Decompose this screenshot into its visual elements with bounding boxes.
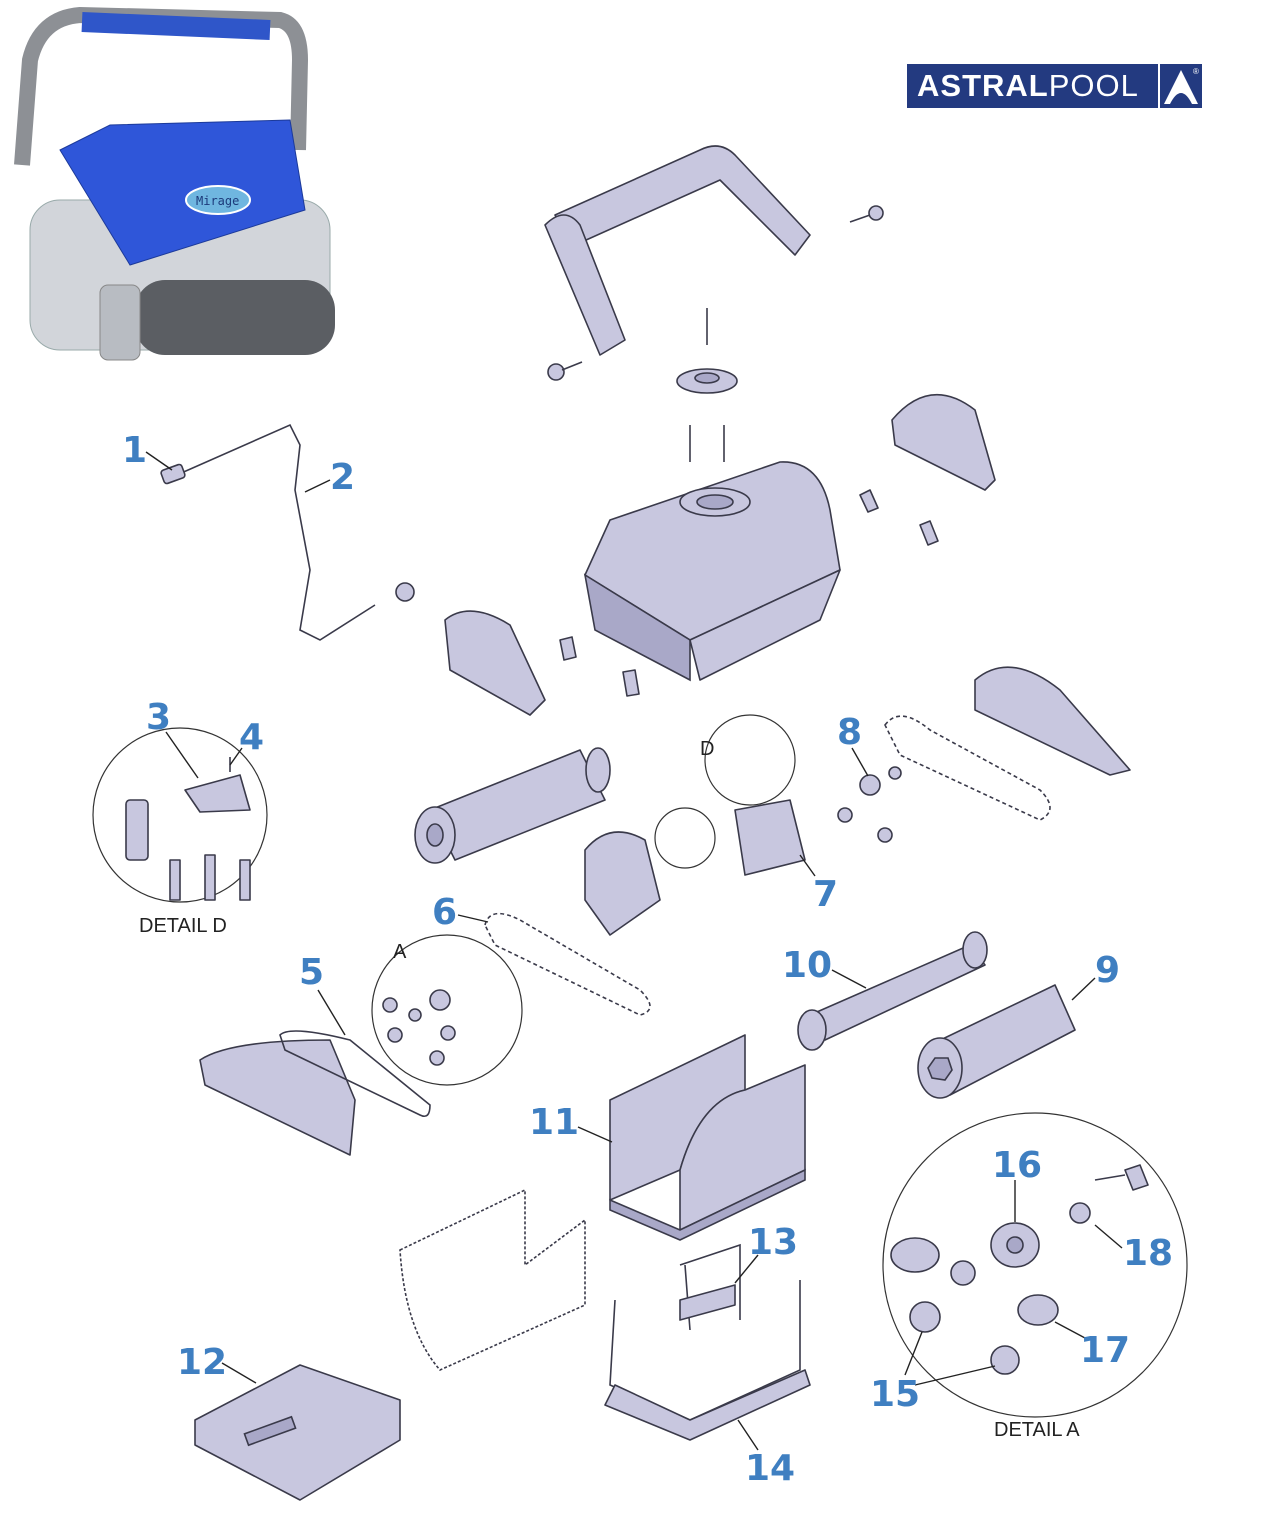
detail-d-circle bbox=[92, 727, 268, 903]
side-cover-left bbox=[199, 1039, 356, 1156]
callout-1: 1 bbox=[122, 430, 147, 471]
callout-7: 7 bbox=[813, 874, 838, 915]
callout-9: 9 bbox=[1095, 950, 1120, 991]
callout-6: 6 bbox=[432, 892, 457, 933]
track-right bbox=[884, 715, 1051, 821]
hose-part bbox=[169, 423, 376, 641]
astralpool-mark-icon: ® bbox=[1158, 64, 1202, 108]
callout-10: 10 bbox=[782, 945, 832, 986]
detail-d-label: DETAIL D bbox=[139, 915, 227, 937]
svg-text:®: ® bbox=[1193, 67, 1199, 76]
callout-17: 17 bbox=[1080, 1330, 1130, 1371]
logo-light-text: POOL bbox=[1048, 68, 1139, 103]
callout-13: 13 bbox=[748, 1222, 798, 1263]
detail-d-marker bbox=[704, 714, 796, 806]
callout-11: 11 bbox=[529, 1102, 579, 1143]
callout-15: 15 bbox=[870, 1374, 920, 1415]
callout-3: 3 bbox=[146, 697, 171, 738]
filter-mesh-part bbox=[399, 1188, 586, 1371]
callout-14: 14 bbox=[745, 1448, 795, 1489]
mirage-badge: Mirage bbox=[196, 194, 239, 208]
motor-part bbox=[584, 831, 661, 936]
callout-16: 16 bbox=[992, 1145, 1042, 1186]
callout-numbers: 1 2 3 4 5 6 7 8 9 10 11 12 13 14 15 16 1… bbox=[122, 430, 1173, 1489]
rear-roller-part bbox=[414, 747, 611, 864]
main-body-part bbox=[395, 393, 996, 716]
callout-12: 12 bbox=[177, 1342, 227, 1383]
robot-product-photo: Mirage bbox=[14, 6, 335, 361]
logo-bold-text: ASTRAL bbox=[917, 68, 1049, 103]
callout-8: 8 bbox=[837, 712, 862, 753]
detail-a-circle bbox=[882, 1112, 1188, 1418]
callout-4: 4 bbox=[239, 717, 264, 758]
track-left bbox=[484, 912, 651, 1016]
astralpool-logo: ASTRALPOOL ® bbox=[907, 64, 1202, 108]
callout-2: 2 bbox=[330, 457, 355, 498]
callout-18: 18 bbox=[1123, 1233, 1173, 1274]
marker-d: D bbox=[700, 738, 714, 760]
marker-a: A bbox=[393, 941, 407, 963]
detail-a-label: DETAIL A bbox=[994, 1419, 1080, 1441]
pump-housing-part bbox=[734, 799, 806, 876]
callout-leaders bbox=[145, 451, 1123, 1451]
base-part bbox=[194, 1364, 401, 1501]
handle-part bbox=[544, 145, 884, 462]
callout-5: 5 bbox=[299, 952, 324, 993]
detail-a-marker bbox=[371, 934, 523, 1086]
